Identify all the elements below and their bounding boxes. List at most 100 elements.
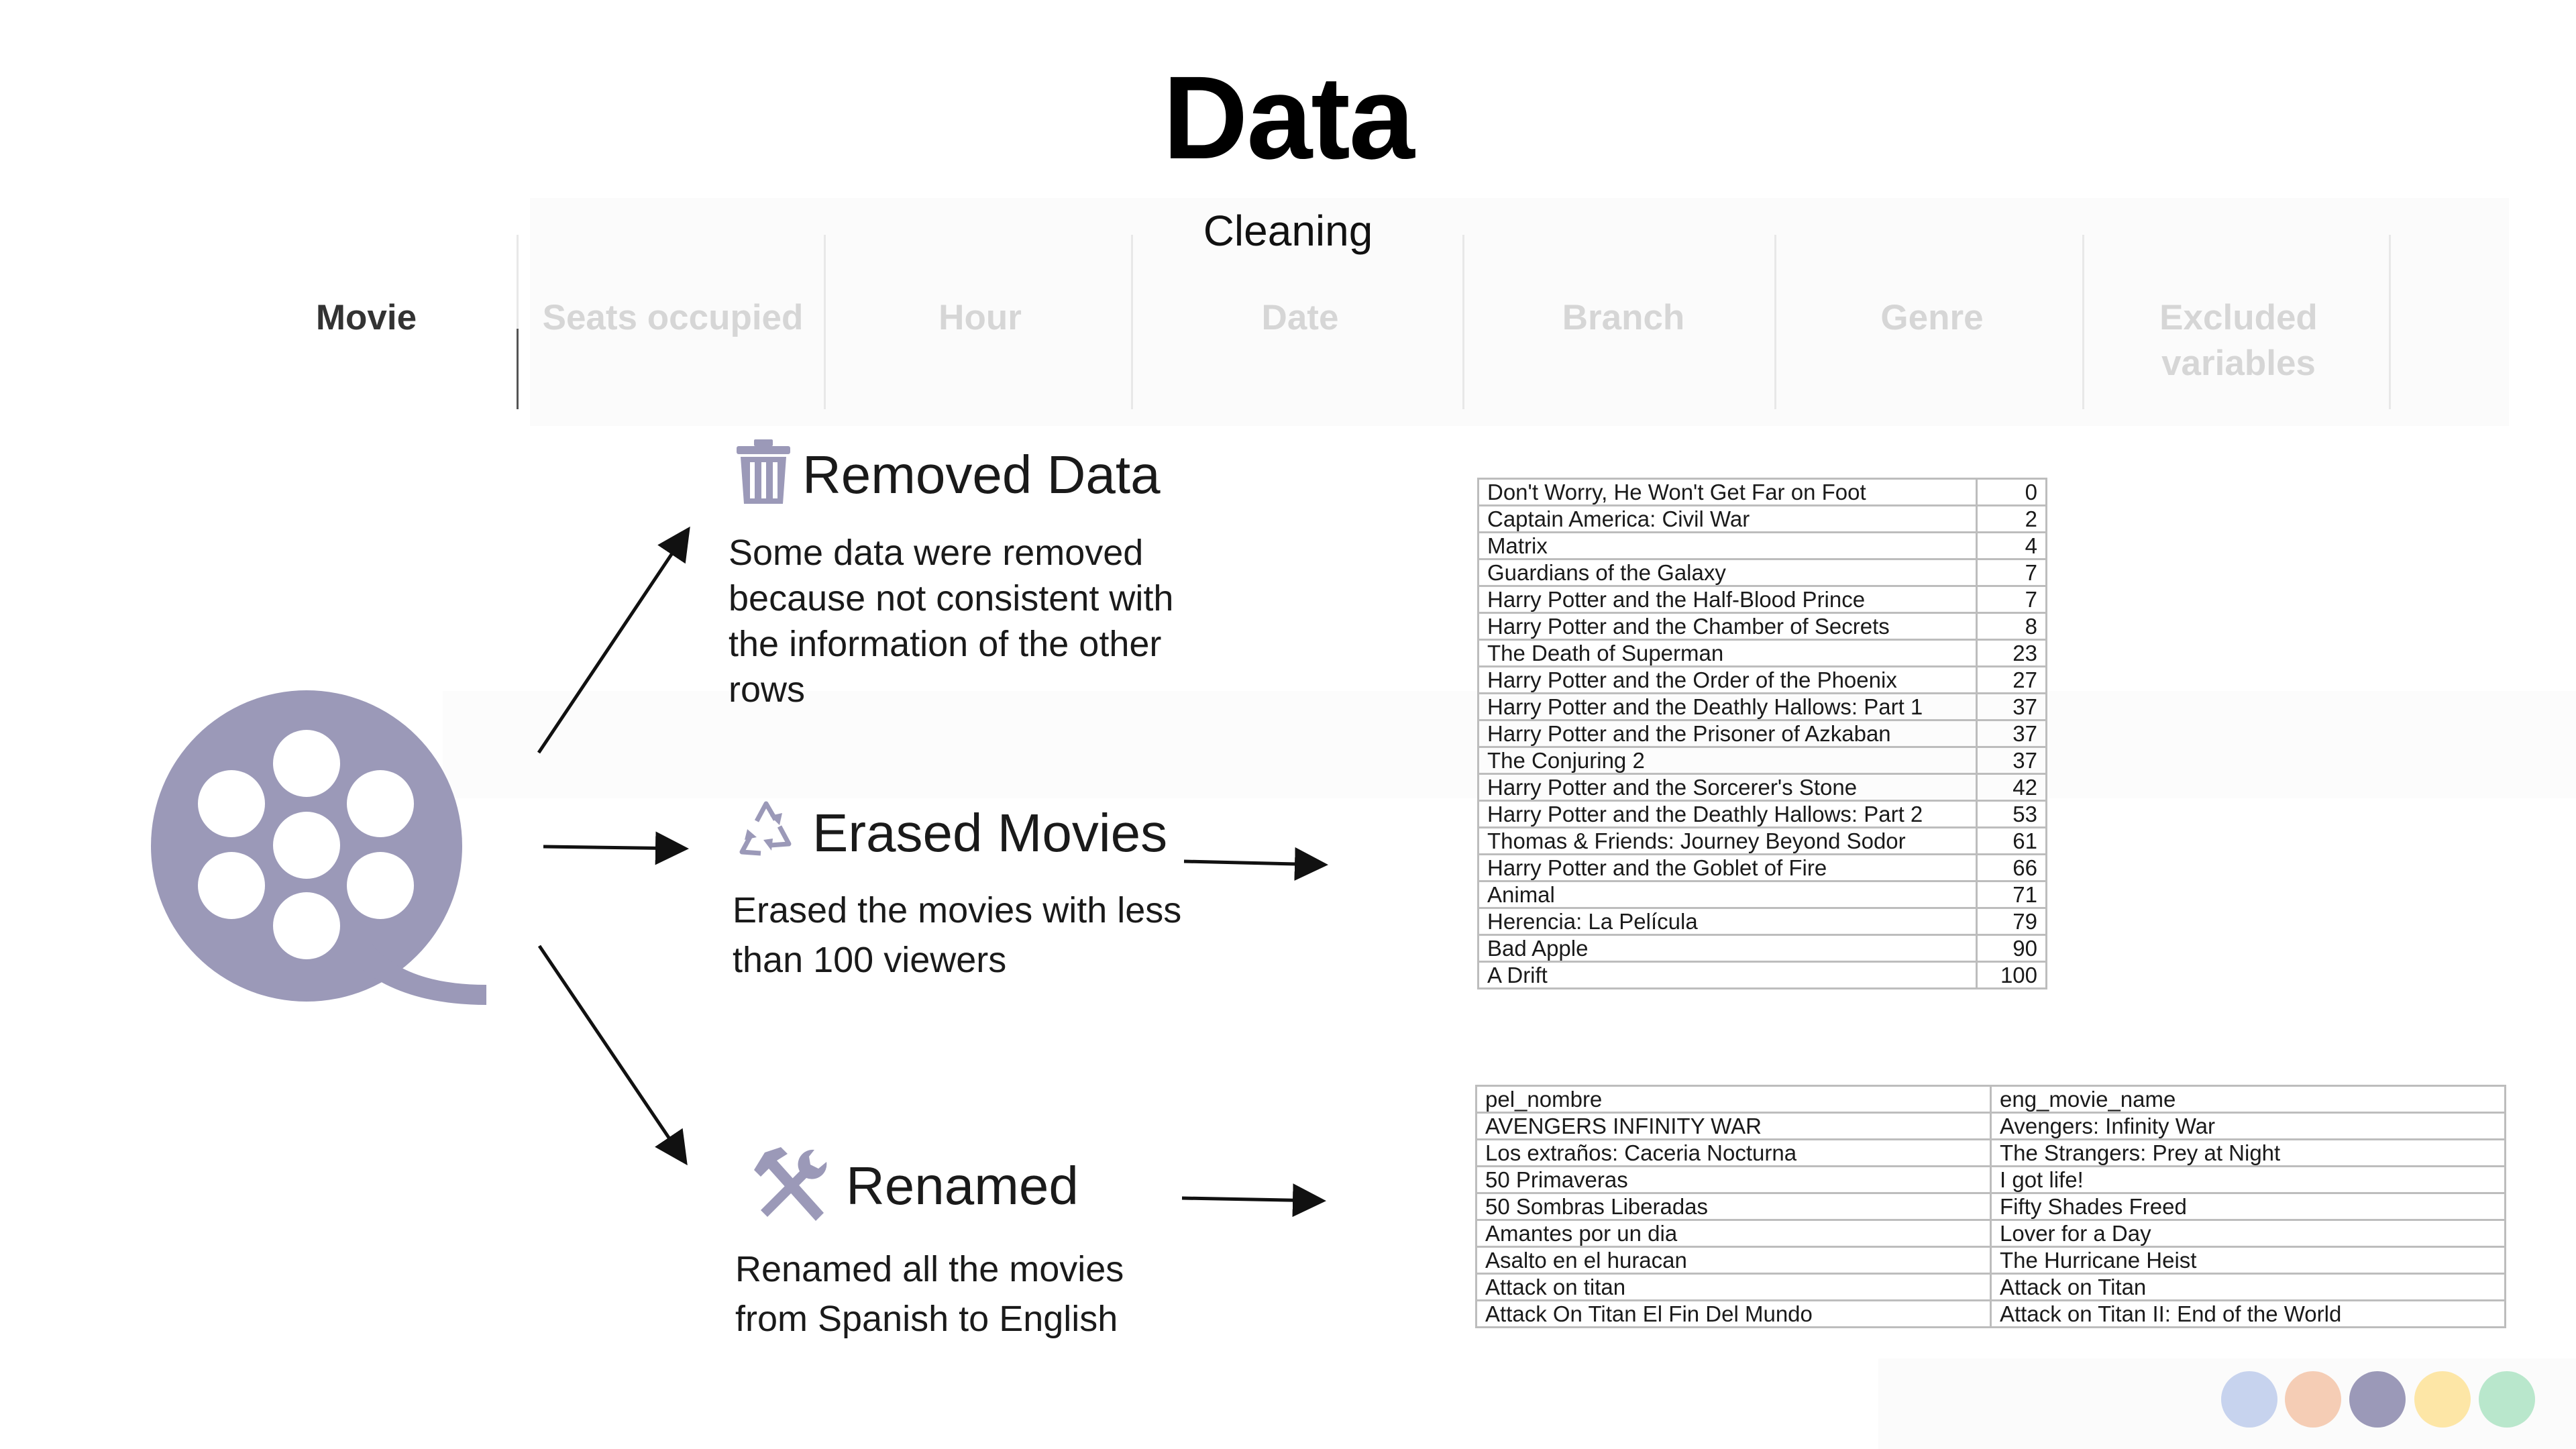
english-name-cell: The Strangers: Prey at Night	[1990, 1138, 2506, 1167]
table-row: Harry Potter and the Deathly Hallows: Pa…	[1477, 800, 2047, 828]
renamed-title: Renamed	[846, 1156, 1079, 1216]
tab-divider-active	[517, 329, 519, 409]
spanish-name-cell: Amantes por un dia	[1475, 1219, 1992, 1248]
viewers-cell: 100	[1976, 961, 2047, 989]
movie-cell: Harry Potter and the Half-Blood Prince	[1477, 585, 1978, 614]
viewers-cell: 27	[1976, 665, 2047, 694]
movie-cell: The Death of Superman	[1477, 639, 1978, 667]
viewers-cell: 53	[1976, 800, 2047, 828]
tab-date[interactable]: Date	[1261, 298, 1339, 337]
english-name-cell: Attack on Titan II: End of the World	[1990, 1299, 2506, 1328]
viewers-cell: 66	[1976, 853, 2047, 882]
viewers-cell: 7	[1976, 558, 2047, 587]
viewers-cell: 37	[1976, 692, 2047, 721]
viewers-cell: 2	[1976, 504, 2047, 533]
movie-cell: Herencia: La Película	[1477, 907, 1978, 936]
viewers-cell: 0	[1976, 478, 2047, 506]
removed-data-title: Removed Data	[802, 445, 1161, 504]
english-name-cell: Fifty Shades Freed	[1990, 1192, 2506, 1221]
erased-movies-description: Erased the movies with less than 100 vie…	[733, 890, 1182, 980]
viewers-cell: 71	[1976, 880, 2047, 909]
movie-cell: A Drift	[1477, 961, 1978, 989]
palette-dot	[2285, 1371, 2341, 1428]
viewers-cell: 61	[1976, 826, 2047, 855]
tab-divider	[2389, 235, 2391, 409]
english-name-cell: Avengers: Infinity War	[1990, 1112, 2506, 1140]
tab-divider	[824, 235, 826, 409]
viewers-cell: 8	[1976, 612, 2047, 641]
recycle-icon	[739, 801, 792, 856]
tab-branch[interactable]: Branch	[1562, 298, 1685, 337]
tab-divider	[1774, 235, 1776, 409]
viewers-cell: 90	[1976, 934, 2047, 963]
movie-cell: Harry Potter and the Sorcerer's Stone	[1477, 773, 1978, 802]
palette-dot	[2414, 1371, 2471, 1428]
table-row: Harry Potter and the Prisoner of Azkaban…	[1477, 719, 2047, 748]
viewers-cell: 23	[1976, 639, 2047, 667]
page-title: Data	[1163, 52, 1414, 184]
tab-divider	[1462, 235, 1464, 409]
tab-seats-occupied[interactable]: Seats occupied	[542, 298, 804, 337]
spanish-name-cell: 50 Sombras Liberadas	[1475, 1192, 1992, 1221]
table-row: Harry Potter and the Deathly Hallows: Pa…	[1477, 692, 2047, 721]
viewers-cell: 4	[1976, 531, 2047, 560]
tabs-band	[530, 198, 2509, 426]
viewers-cell: 79	[1976, 907, 2047, 936]
movie-cell: Matrix	[1477, 531, 1978, 560]
movie-cell: Harry Potter and the Order of the Phoeni…	[1477, 665, 1978, 694]
movie-cell: Thomas & Friends: Journey Beyond Sodor	[1477, 826, 1978, 855]
english-name-cell: Attack on Titan	[1990, 1273, 2506, 1301]
removed-data-description: Some data were removed because not consi…	[729, 533, 1174, 710]
viewers-cell: 37	[1976, 719, 2047, 748]
spanish-name-cell: 50 Primaveras	[1475, 1165, 1992, 1194]
spanish-name-cell: Attack On Titan El Fin Del Mundo	[1475, 1299, 1992, 1328]
movie-cell: Harry Potter and the Goblet of Fire	[1477, 853, 1978, 882]
tab-divider	[517, 235, 519, 329]
movie-cell: Harry Potter and the Deathly Hallows: Pa…	[1477, 692, 1978, 721]
viewers-cell: 7	[1976, 585, 2047, 614]
tab-genre[interactable]: Genre	[1880, 298, 1984, 337]
tab-hour[interactable]: Hour	[938, 298, 1022, 337]
movie-cell: Harry Potter and the Prisoner of Azkaban	[1477, 719, 1978, 748]
tab-divider	[2082, 235, 2084, 409]
column-header-spanish: pel_nombre	[1475, 1085, 1992, 1114]
movie-cell: Guardians of the Galaxy	[1477, 558, 1978, 587]
movie-cell: Bad Apple	[1477, 934, 1978, 963]
spanish-name-cell: Los extraños: Caceria Nocturna	[1475, 1138, 1992, 1167]
tab-movie[interactable]: Movie	[315, 298, 417, 337]
english-name-cell: I got life!	[1990, 1165, 2506, 1194]
movie-cell: Harry Potter and the Chamber of Secrets	[1477, 612, 1978, 641]
film-reel-icon	[151, 690, 486, 1005]
movie-cell: The Conjuring 2	[1477, 746, 1978, 775]
spanish-name-cell: Asalto en el huracan	[1475, 1246, 1992, 1275]
trash-icon	[737, 439, 790, 504]
renamed-description: Renamed all the movies from Spanish to E…	[735, 1249, 1124, 1339]
spanish-name-cell: Attack on titan	[1475, 1273, 1992, 1301]
palette-dot	[2479, 1371, 2535, 1428]
tab-excluded-variables[interactable]: Excluded variables	[2159, 298, 2318, 383]
movie-cell: Captain America: Civil War	[1477, 504, 1978, 533]
palette-dot	[2349, 1371, 2406, 1428]
